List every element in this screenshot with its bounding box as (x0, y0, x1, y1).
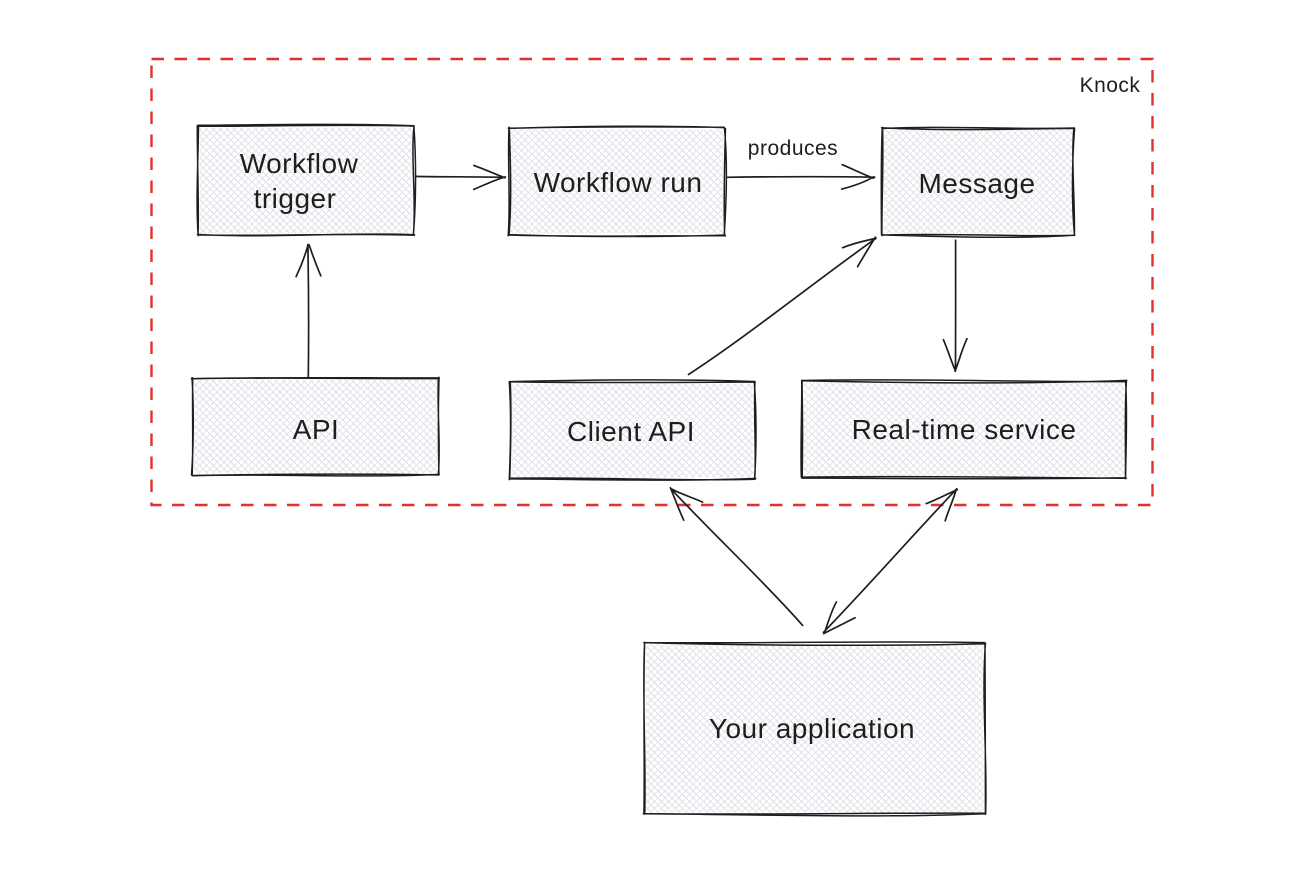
svg-text:Client API: Client API (567, 416, 695, 447)
svg-text:Real-time service: Real-time service (852, 414, 1077, 445)
svg-text:API: API (293, 414, 340, 445)
svg-text:Workflow run: Workflow run (534, 167, 703, 198)
svg-text:Your application: Your application (709, 713, 915, 744)
svg-text:trigger: trigger (254, 183, 337, 214)
svg-text:produces: produces (748, 137, 838, 160)
svg-text:Message: Message (918, 168, 1035, 199)
svg-text:Knock: Knock (1080, 74, 1141, 97)
svg-text:Workflow: Workflow (240, 148, 359, 179)
